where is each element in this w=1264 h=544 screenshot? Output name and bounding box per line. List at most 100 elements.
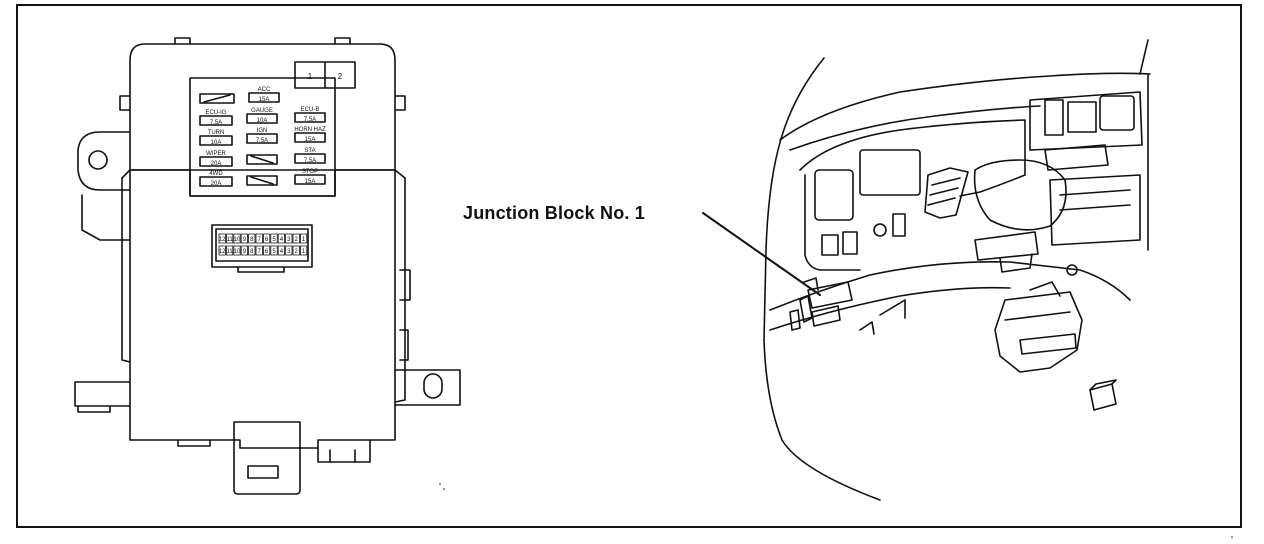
fuse-slot (294, 174, 326, 185)
fuse-slot (246, 133, 278, 144)
fuse-rating: 15A (305, 137, 316, 143)
connector-pin (270, 245, 278, 256)
fuse-slot (199, 135, 233, 146)
connector-pin-number: 11 (226, 237, 233, 243)
fuse-slot (294, 132, 326, 143)
connector-pin-number: 10 (234, 249, 241, 255)
fuse-slot (246, 154, 278, 165)
fuse-rating: 10A (211, 140, 222, 146)
steering-column (973, 159, 1067, 231)
relay-label-1: 1 (308, 72, 313, 81)
fuse-rating: 7.5A (304, 158, 316, 164)
fuse-slot (294, 112, 326, 123)
connector-pin-number: 6 (265, 237, 269, 243)
connector-pin-number: 8 (250, 249, 254, 255)
connector-pin-number: 12 (219, 237, 226, 243)
dash-outline (763, 57, 881, 501)
connector-pin-number: 1 (302, 249, 306, 255)
fuse-name: STA (304, 148, 315, 154)
fuse-slot (199, 93, 235, 104)
connector-pin-number: 2 (295, 237, 299, 243)
center-vent (924, 167, 969, 219)
fuse-name: TURN (208, 130, 225, 136)
connector-pin-number: 12 (219, 249, 226, 255)
connector-pin (277, 233, 286, 244)
connector-pin (240, 233, 248, 244)
fuse-name: WIPER (206, 151, 226, 157)
connector-pin (248, 245, 256, 256)
radio-unit (1044, 144, 1109, 171)
junction-block-location (807, 281, 853, 309)
fuse-name: ACC (258, 87, 271, 93)
fuse-slot (199, 176, 233, 187)
latch-slot (247, 465, 279, 479)
fuse-rating: 7.5A (210, 120, 222, 126)
fuse-rating: 10A (257, 118, 268, 124)
fuse-slot (294, 153, 326, 164)
connector-pin (299, 245, 308, 256)
connector-pin-number: 6 (265, 249, 269, 255)
fuse-slot (199, 156, 233, 167)
connector-pin-number: 4 (280, 237, 284, 243)
junction-block-callout: Junction Block No. 1 (463, 203, 646, 223)
connector-pin-number: 9 (243, 237, 247, 243)
connector-pin (255, 245, 263, 256)
connector-pin-number: 3 (287, 237, 291, 243)
connector-pin (225, 233, 234, 244)
fuse-slot (246, 113, 278, 124)
connector-pin (255, 233, 263, 244)
left-mounting-tab (77, 131, 131, 191)
fuse-rating: 7.5A (304, 117, 316, 123)
connector-pin (299, 233, 308, 244)
connector-pin (262, 233, 271, 244)
connector-pin-number: 5 (272, 237, 276, 243)
bottom-latch (233, 421, 301, 495)
small-relay (1089, 383, 1117, 411)
connector-pin-number: 5 (272, 249, 276, 255)
figure-frame (16, 4, 1242, 528)
gauge-left (814, 169, 854, 221)
connector-pin-number: 2 (295, 249, 299, 255)
connector-pin (262, 245, 271, 256)
callout-leader-line (702, 212, 821, 296)
lower-duct (994, 291, 1083, 373)
fuse-rating: 15A (259, 97, 270, 103)
fuse-name: 4WD (209, 171, 223, 177)
cluster-hood (799, 119, 1026, 197)
connector-housing (211, 224, 313, 268)
connector-pin-number: 10 (234, 237, 241, 243)
fuse-name: STOP (302, 169, 318, 175)
connector-pin (233, 233, 241, 244)
center-stack (1029, 91, 1143, 151)
fuse-name: ECU-IG (206, 110, 227, 116)
fuse-slot (199, 115, 233, 126)
connector-pin (233, 245, 241, 256)
connector-pin (292, 245, 300, 256)
fuse-rating: 20A (211, 161, 222, 167)
connector-pin-number: 1 (302, 237, 306, 243)
connector-pin (240, 245, 248, 256)
connector-pin-number: 4 (280, 249, 284, 255)
lower-housing (129, 169, 396, 449)
fuse-name: ECU-B (301, 107, 320, 113)
fuse-name: IGN (257, 128, 268, 134)
fuse-rating: 7.5A (256, 138, 268, 144)
connector-pin (292, 233, 300, 244)
fuse-slot (248, 92, 280, 103)
connector-pin (248, 233, 256, 244)
left-bottom-tab (74, 381, 131, 407)
right-mounting-tab (394, 369, 461, 406)
fuse-rating: 15A (305, 179, 316, 185)
connector-pin (285, 233, 293, 244)
fuse-slot (246, 175, 278, 186)
connector-pin-number: 7 (258, 237, 262, 243)
connector-pin (285, 245, 293, 256)
connector-pin-number: 11 (226, 249, 233, 255)
fuse-name: HORN HAZ (294, 127, 326, 133)
connector-pin-number: 7 (258, 249, 262, 255)
connector-pin (225, 245, 234, 256)
connector-pin-number: 3 (287, 249, 291, 255)
connector-pin (270, 233, 278, 244)
